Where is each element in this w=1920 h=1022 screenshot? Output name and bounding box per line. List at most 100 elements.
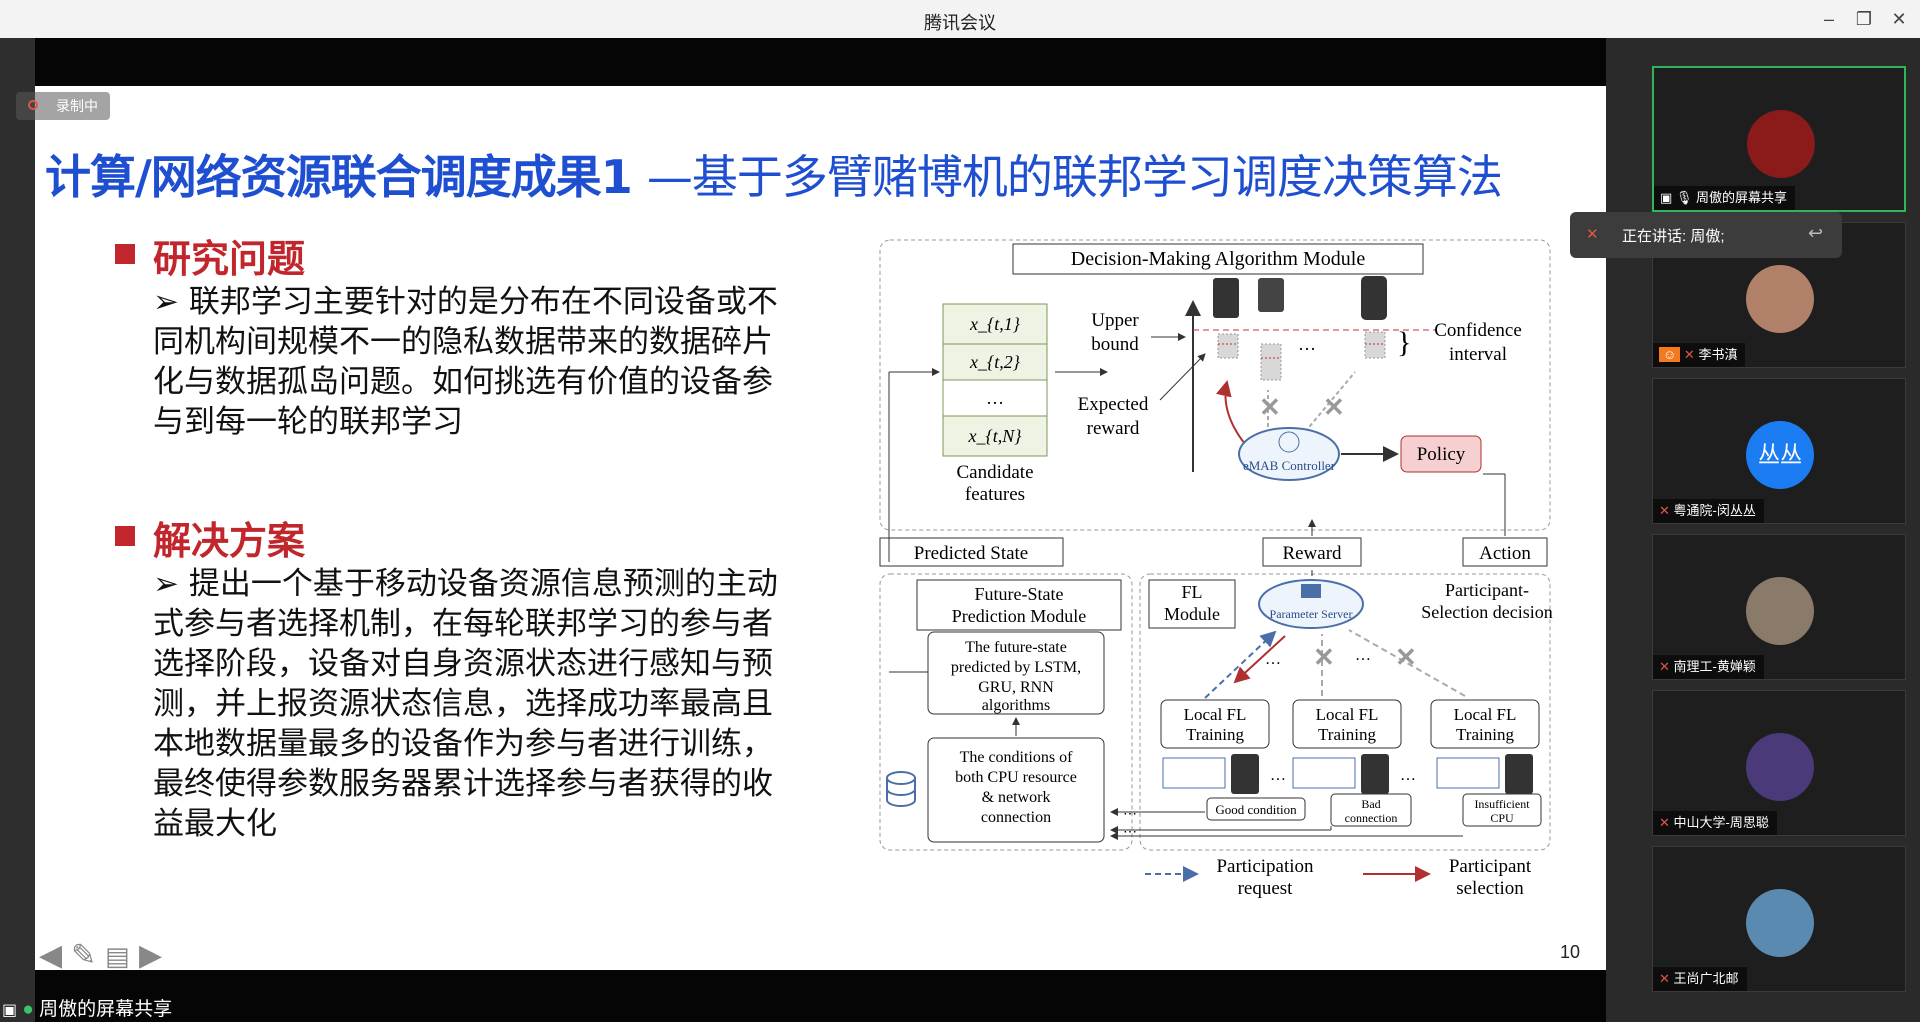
conditions-text: both CPU resource bbox=[955, 769, 1077, 786]
slide-title-part1: 计算/网络资源联合调度成果1 bbox=[45, 150, 633, 204]
phone-icon bbox=[1505, 754, 1533, 794]
insufficient-cpu-box bbox=[1462, 793, 1542, 827]
participant-tile[interactable]: ✕ 中山大学-周思聪 bbox=[1652, 690, 1906, 836]
section-bullet bbox=[115, 244, 135, 264]
mic-muted-icon: ✕ bbox=[1659, 815, 1670, 830]
speaking-text: 正在讲话: 周傲; bbox=[1622, 228, 1725, 245]
close-icon[interactable]: ✕ bbox=[1891, 9, 1907, 29]
dma-title: Decision-Making Algorithm Module bbox=[1071, 248, 1366, 270]
svg-text:…: … bbox=[1355, 647, 1371, 664]
decision-region bbox=[879, 239, 1551, 531]
legend-request-label: request bbox=[1238, 878, 1294, 899]
restore-icon[interactable]: ❐ bbox=[1855, 9, 1873, 29]
insufficient-cpu-label: Insufficient bbox=[1474, 797, 1530, 811]
participant-selection-label: Participant- bbox=[1445, 580, 1529, 600]
emab-cloud bbox=[1238, 427, 1340, 481]
user-icon: ☺ bbox=[1659, 347, 1681, 362]
presentation-slide: 计算/网络资源联合调度成果1 —基于多臂赌博机的联邦学习调度决策算法 研究问题 … bbox=[35, 86, 1606, 970]
local-fl-label: Local FL bbox=[1184, 705, 1247, 724]
text-line: 式参与者选择机制，在每轮联邦学习的参与者 bbox=[153, 606, 773, 642]
participant-name: ✕ 粤通院-闵丛丛 bbox=[1653, 499, 1764, 523]
cross-icon: ✕ bbox=[1395, 643, 1417, 672]
local-fl-label: Training bbox=[1186, 725, 1244, 744]
prediction-region bbox=[879, 573, 1133, 851]
participant-name: ✕ 南理工-黄婵颖 bbox=[1653, 655, 1764, 679]
svg-text:…: … bbox=[1270, 767, 1286, 784]
participant-name: ▣ 🎙 周傲的屏幕共享 bbox=[1654, 186, 1796, 210]
bad-connection-label: connection bbox=[1345, 811, 1398, 825]
prev-slide-icon[interactable]: ◀ bbox=[39, 939, 63, 970]
phone-icon bbox=[1361, 276, 1387, 320]
menu-icon[interactable]: ▤ bbox=[105, 941, 130, 970]
text-line: 同机构间规模不一的隐私数据带来的数据碎片 bbox=[153, 324, 773, 360]
cpu-icon bbox=[1436, 757, 1500, 789]
insufficient-cpu-label: CPU bbox=[1490, 811, 1514, 825]
upper-bound-label: bound bbox=[1091, 334, 1139, 355]
pen-icon[interactable]: ✎ bbox=[71, 939, 97, 970]
fl-module-box bbox=[1148, 579, 1236, 629]
recording-indicator[interactable]: 录制中 bbox=[16, 92, 110, 120]
title-bar: 腾讯会议 – ❐ ✕ bbox=[0, 0, 1920, 39]
policy-box bbox=[1400, 435, 1482, 473]
text-line: 化与数据孤岛问题。如何挑选有价值的设备参 bbox=[153, 364, 773, 400]
participant-tile[interactable]: ✕ 王尚广北邮 bbox=[1652, 846, 1906, 992]
gear-icon bbox=[1278, 431, 1300, 453]
participant-tile[interactable]: ✕ 南理工-黄婵颖 bbox=[1652, 534, 1906, 680]
avatar bbox=[1746, 733, 1814, 801]
feature-label: x_{t,1} bbox=[969, 314, 1021, 334]
future-state-text: GRU, RNN bbox=[978, 679, 1054, 696]
future-state-text: algorithms bbox=[982, 697, 1050, 714]
avatar bbox=[1746, 265, 1814, 333]
fl-region bbox=[1139, 573, 1551, 851]
mic-icon: ● bbox=[22, 999, 34, 1020]
collapse-icon[interactable]: ↩ bbox=[1808, 223, 1824, 243]
future-state-module-label: Prediction Module bbox=[952, 606, 1086, 626]
feature-label: … bbox=[986, 388, 1004, 408]
speaking-indicator: ✕ 正在讲话: 周傲; ↩ bbox=[1570, 212, 1842, 258]
section-bullet bbox=[115, 526, 135, 546]
feature-label: x_{t,N} bbox=[968, 426, 1023, 446]
candidate-label: Candidate bbox=[956, 462, 1033, 483]
page-number: 10 bbox=[1560, 942, 1581, 962]
avatar bbox=[1746, 577, 1814, 645]
mic-muted-icon: ✕ bbox=[1683, 347, 1695, 362]
screen-share-icon: ▣ bbox=[2, 1002, 18, 1019]
database-icon bbox=[886, 771, 916, 807]
good-condition-label: Good condition bbox=[1215, 802, 1297, 817]
good-condition-box bbox=[1206, 797, 1306, 821]
mic-muted-icon: ✕ bbox=[1659, 503, 1670, 518]
window-title: 腾讯会议 bbox=[924, 13, 996, 33]
phone-icon bbox=[1213, 278, 1239, 318]
mic-muted-icon: ✕ bbox=[1659, 971, 1670, 986]
confidence-label: interval bbox=[1449, 344, 1507, 365]
next-slide-icon[interactable]: ▶ bbox=[139, 939, 163, 970]
conditions-text: connection bbox=[981, 809, 1051, 826]
avatar bbox=[1747, 110, 1815, 178]
future-state-text: predicted by LSTM, bbox=[951, 659, 1081, 676]
avatar: 丛丛 bbox=[1746, 421, 1814, 489]
future-state-text: The future-state bbox=[965, 639, 1067, 656]
text-line: 与到每一轮的联邦学习 bbox=[153, 404, 463, 440]
local-fl-box bbox=[1292, 699, 1402, 749]
conditions-text: The conditions of bbox=[960, 749, 1074, 766]
letterbox-bottom bbox=[35, 970, 1606, 1022]
bad-connection-label: Bad bbox=[1361, 797, 1380, 811]
feature-cell bbox=[942, 343, 1048, 381]
mic-muted-icon: ✕ bbox=[1659, 659, 1670, 674]
cross-icon: ✕ bbox=[1323, 393, 1345, 422]
screen-share-name: 周傲的屏幕共享 bbox=[39, 999, 173, 1020]
server-icon bbox=[1301, 584, 1321, 598]
reward-label: Reward bbox=[1282, 543, 1342, 564]
record-icon bbox=[28, 100, 38, 110]
section1-heading: 研究问题 bbox=[153, 237, 306, 281]
legend-request-label: Participation bbox=[1216, 856, 1314, 877]
participant-tile[interactable]: 丛丛 ✕ 粤通院-闵丛丛 bbox=[1652, 378, 1906, 524]
legend-selection-label: selection bbox=[1456, 878, 1524, 899]
local-fl-label: Local FL bbox=[1316, 705, 1379, 724]
participant-tile[interactable]: ▣ 🎙 周傲的屏幕共享 bbox=[1652, 66, 1906, 212]
cpu-icon bbox=[1162, 757, 1226, 789]
screen-share-label: ▣ ● 周傲的屏幕共享 bbox=[2, 994, 172, 1022]
local-fl-label: Local FL bbox=[1454, 705, 1517, 724]
expected-reward-label: Expected bbox=[1078, 394, 1149, 415]
minimize-icon[interactable]: – bbox=[1823, 9, 1834, 29]
